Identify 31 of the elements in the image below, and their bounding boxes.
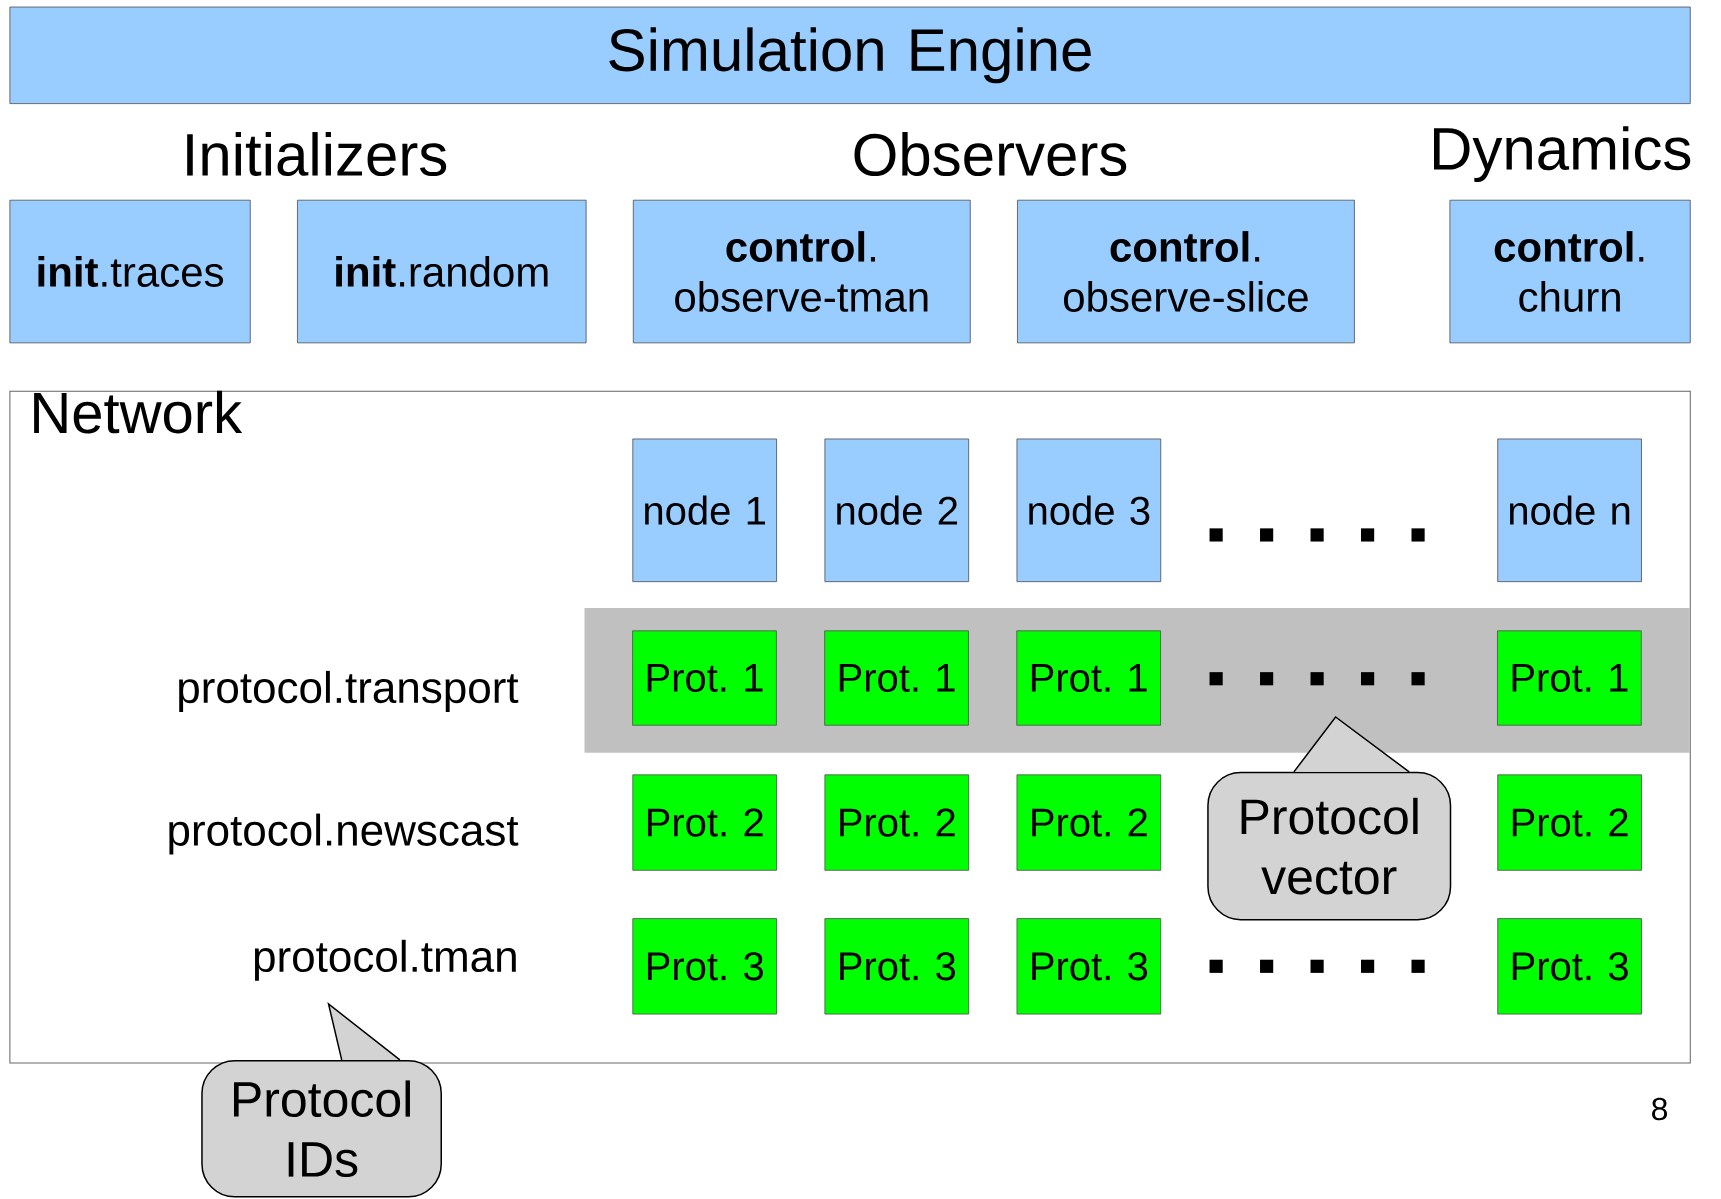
control-box: control. observe-tman [632, 199, 971, 344]
node-box: node 3 [1016, 438, 1162, 583]
node-box: node 2 [824, 438, 970, 583]
callout-bubble: Protocol vector [1207, 715, 1452, 921]
callout-bubble: Protocol IDs [201, 1002, 442, 1198]
section-heading: Dynamics [1434, 126, 1691, 183]
page-number: 8 [1652, 1097, 1668, 1121]
protocol-box: Prot. 3 [824, 918, 970, 1015]
protocol-box: Prot. 1 [824, 630, 969, 726]
node-box: node n [1497, 438, 1642, 583]
protocol-box: Prot. 2 [1497, 774, 1642, 871]
protocol-box: Prot. 1 [632, 630, 777, 726]
protocol-box: Prot. 2 [632, 774, 777, 871]
protocol-box: Prot. 3 [1497, 918, 1642, 1015]
protocol-box: Prot. 2 [1016, 774, 1162, 871]
protocol-id-label: protocol.newscast [169, 813, 519, 855]
control-box: init.traces [9, 199, 251, 344]
control-box: control. observe-slice [1017, 199, 1355, 344]
section-heading: Observers [854, 132, 1127, 177]
control-box: init.random [297, 199, 587, 344]
protocol-id-label: protocol.transport [179, 670, 519, 712]
protocol-box: Prot. 1 [1016, 630, 1161, 726]
section-heading: Initializers [187, 132, 447, 177]
protocol-box: Prot. 3 [632, 918, 777, 1015]
protocol-id-label: protocol.tman [254, 939, 516, 981]
protocol-box: Prot. 2 [824, 774, 970, 871]
node-box: node 1 [632, 438, 777, 583]
protocol-box: Prot. 1 [1497, 630, 1642, 726]
protocol-box: Prot. 3 [1016, 918, 1162, 1015]
engine-banner: Simulation Engine [9, 6, 1691, 104]
control-box: control. churn [1449, 199, 1691, 344]
